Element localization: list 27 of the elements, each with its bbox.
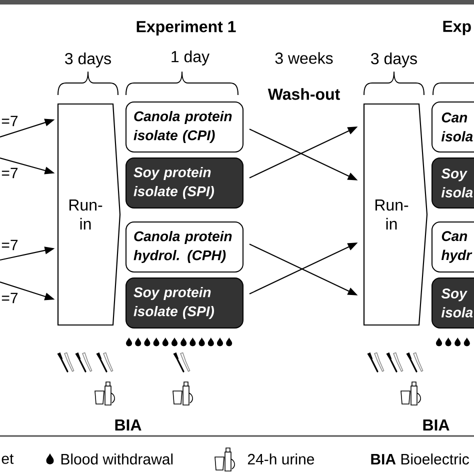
legend-label: Blood withdrawal	[61, 454, 173, 464]
duration-label: 1 day	[172, 50, 210, 66]
measurement-label: BIA	[423, 420, 450, 430]
treatment-box: Soy protein isolate (SPI)	[126, 158, 244, 208]
edge-label: =7	[0, 166, 20, 180]
phase-label: Wash-out	[268, 88, 340, 100]
treatment-box: Soy protein isolate (SPI)	[126, 278, 244, 328]
treatment-box: Soy isola	[432, 158, 474, 208]
phase-block: Run- in	[57, 103, 121, 326]
treatment-box: Canola protein isolate (CPI)	[126, 102, 244, 152]
legend-label: 24-h urine	[248, 454, 314, 464]
duration-label: 3 weeks	[275, 52, 333, 64]
treatment-box: Can isola	[432, 102, 474, 152]
legend-label: BIA Bioelectric	[371, 454, 469, 464]
edge-label: =7	[0, 114, 20, 128]
phase-block: Run- in	[363, 103, 428, 326]
measurement-label: BIA	[115, 420, 142, 430]
treatment-box: Can hydr	[432, 222, 474, 272]
heading: Exp	[443, 20, 471, 36]
duration-label: 3 days	[65, 52, 111, 68]
edge-label: =7	[0, 238, 20, 252]
duration-label: 3 days	[371, 52, 417, 68]
heading: Experiment 1	[136, 20, 236, 36]
edge-label: =7	[0, 292, 20, 304]
treatment-box: Canola protein hydrol. (CPH)	[126, 222, 244, 272]
treatment-box: Soy isola	[432, 278, 474, 328]
legend-label: et	[2, 454, 14, 464]
